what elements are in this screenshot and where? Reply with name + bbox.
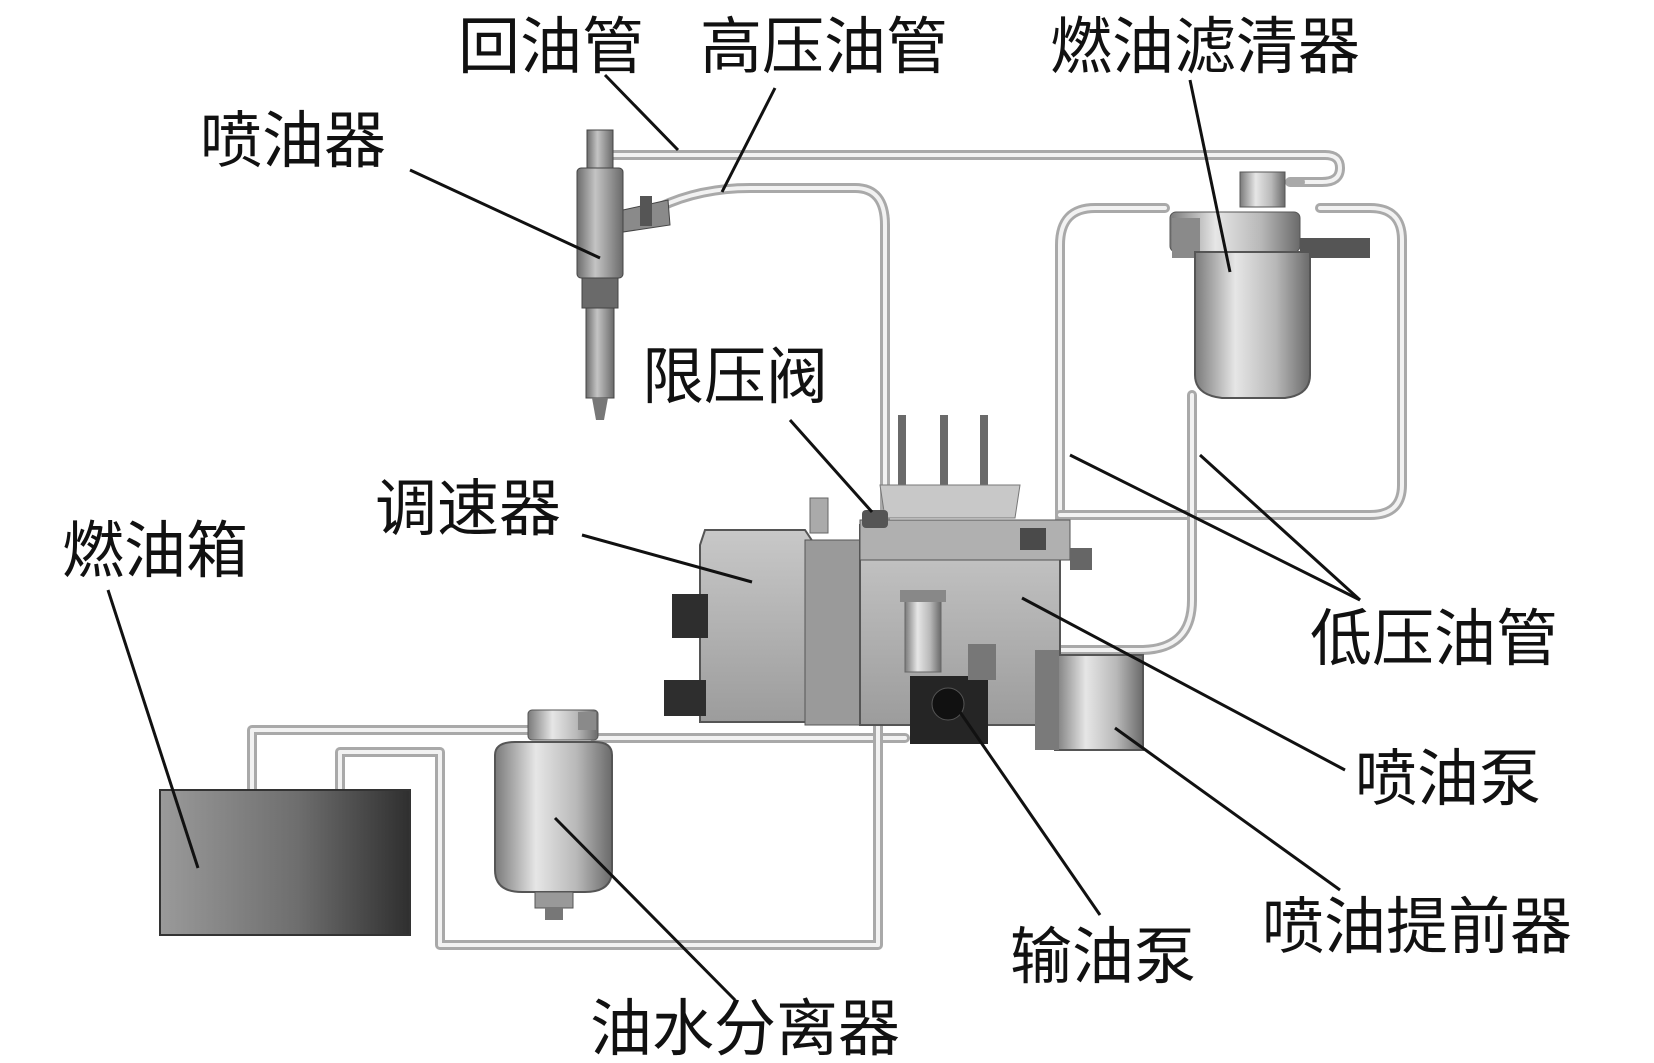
leader-governor <box>581 533 753 584</box>
leader-fuel-tank <box>106 589 200 869</box>
leader-return-pipe <box>603 73 680 152</box>
label-governor: 调速器 <box>375 472 561 545</box>
injection-pump-assembly <box>664 415 1144 751</box>
label-fuel-tank: 燃油箱 <box>62 514 248 587</box>
labels: 回油管 高压油管 燃油滤清器 喷油器 限压阀 调速器 燃油箱 低压油管 喷油泵 … <box>62 10 1572 1063</box>
label-high-pressure-pipe: 高压油管 <box>700 10 948 83</box>
fuel-filter-shape <box>1169 171 1370 399</box>
leader-high-pressure-pipe <box>720 87 777 193</box>
leader-lines <box>106 73 1362 1002</box>
label-pressure-limit-valve: 限压阀 <box>642 340 828 413</box>
leader-feed-pump <box>958 711 1102 916</box>
leader-fuel-filter <box>1188 79 1232 273</box>
leader-injection-pump <box>1021 596 1346 772</box>
leader-pressure-limit-valve <box>788 419 874 513</box>
pipe-network <box>247 150 1407 950</box>
label-water-separator: 油水分离器 <box>590 992 900 1063</box>
fuel-tank-shape <box>159 789 411 936</box>
leader-injector <box>409 168 601 260</box>
leader-low-pressure-pipe-b <box>1198 453 1362 602</box>
label-injection-pump: 喷油泵 <box>1355 742 1541 815</box>
injector-shape <box>576 129 671 420</box>
label-feed-pump: 输油泵 <box>1010 920 1196 993</box>
label-low-pressure-pipe: 低压油管 <box>1310 602 1558 675</box>
label-fuel-filter: 燃油滤清器 <box>1050 10 1360 83</box>
leader-water-separator <box>553 816 737 1002</box>
water-separator-shape <box>494 709 613 920</box>
label-return-pipe: 回油管 <box>458 10 644 83</box>
label-injector: 喷油器 <box>200 104 386 177</box>
leader-injection-advancer <box>1114 726 1341 892</box>
label-injection-advancer: 喷油提前器 <box>1262 890 1572 963</box>
leader-low-pressure-pipe-a <box>1069 453 1361 602</box>
